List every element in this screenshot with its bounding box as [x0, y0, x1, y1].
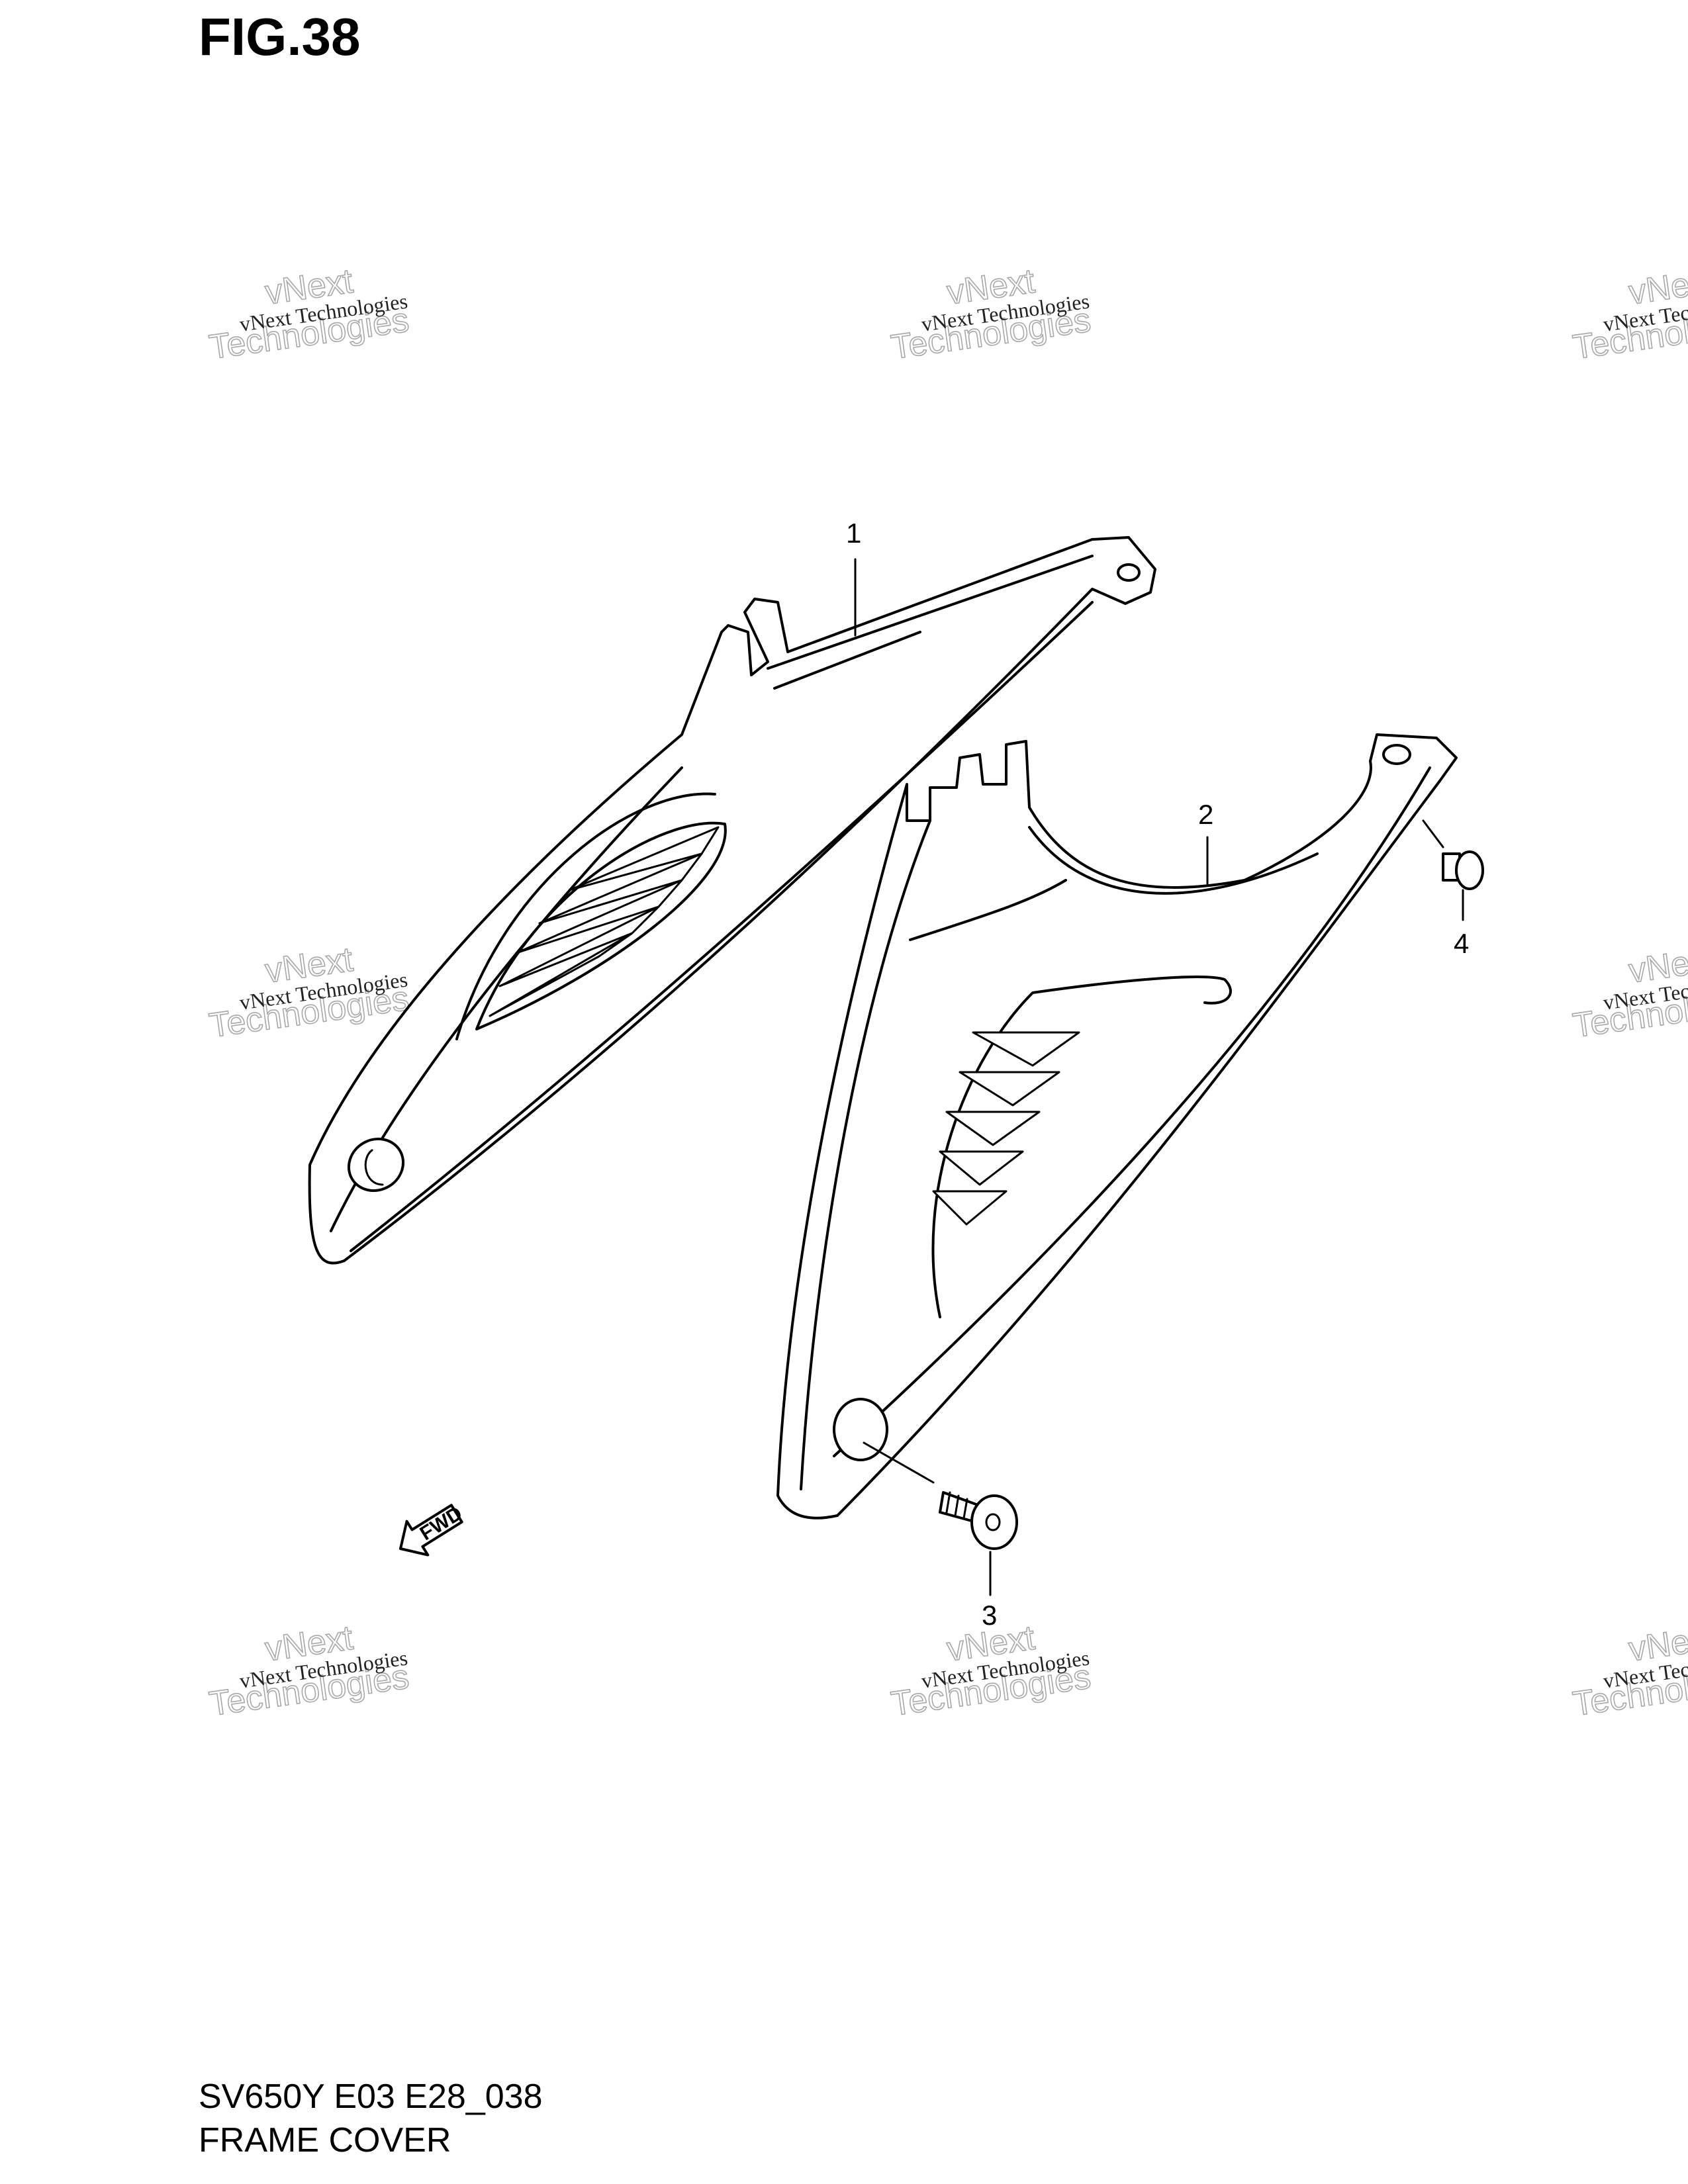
fwd-arrow-label: FWD — [416, 1502, 466, 1545]
callout-label: 4 — [1454, 928, 1469, 959]
callout-label: 2 — [1198, 799, 1213, 830]
watermark: vNext Technologies vNext Technologies — [1570, 261, 1688, 367]
watermark: vNext Technologies vNext Technologies — [207, 261, 412, 367]
frame-cover-left — [308, 536, 1156, 1265]
callout-1: 1 — [846, 518, 861, 637]
watermark: vNext Technologies vNext Technologies — [207, 940, 412, 1046]
callout-3: 3 — [982, 1600, 997, 1631]
watermark: vNext Technologies vNext Technologies — [1570, 940, 1688, 1046]
callout-label: 1 — [846, 518, 861, 549]
callout-2: 2 — [1198, 799, 1213, 885]
watermark: vNext Technologies vNext Technologies — [1570, 1618, 1688, 1724]
callout-4: 4 — [1454, 928, 1469, 959]
diagram-footer: SV650Y E03 E28_038 FRAME COVER — [199, 2075, 543, 2162]
frame-cover-right — [776, 733, 1458, 1520]
watermark: vNext Technologies vNext Technologies — [207, 1618, 412, 1724]
callout-label: 3 — [982, 1600, 997, 1631]
model-code: SV650Y E03 E28_038 — [199, 2077, 543, 2116]
section-name: FRAME COVER — [199, 2121, 451, 2160]
watermark: vNext Technologies vNext Technologies — [888, 261, 1094, 367]
fwd-arrow: FWD — [399, 1502, 466, 1557]
figure-title: FIG.38 — [199, 7, 361, 66]
watermark: vNext Technologies vNext Technologies — [888, 1618, 1094, 1724]
bolt — [863, 1441, 1018, 1596]
clip — [1422, 819, 1484, 921]
